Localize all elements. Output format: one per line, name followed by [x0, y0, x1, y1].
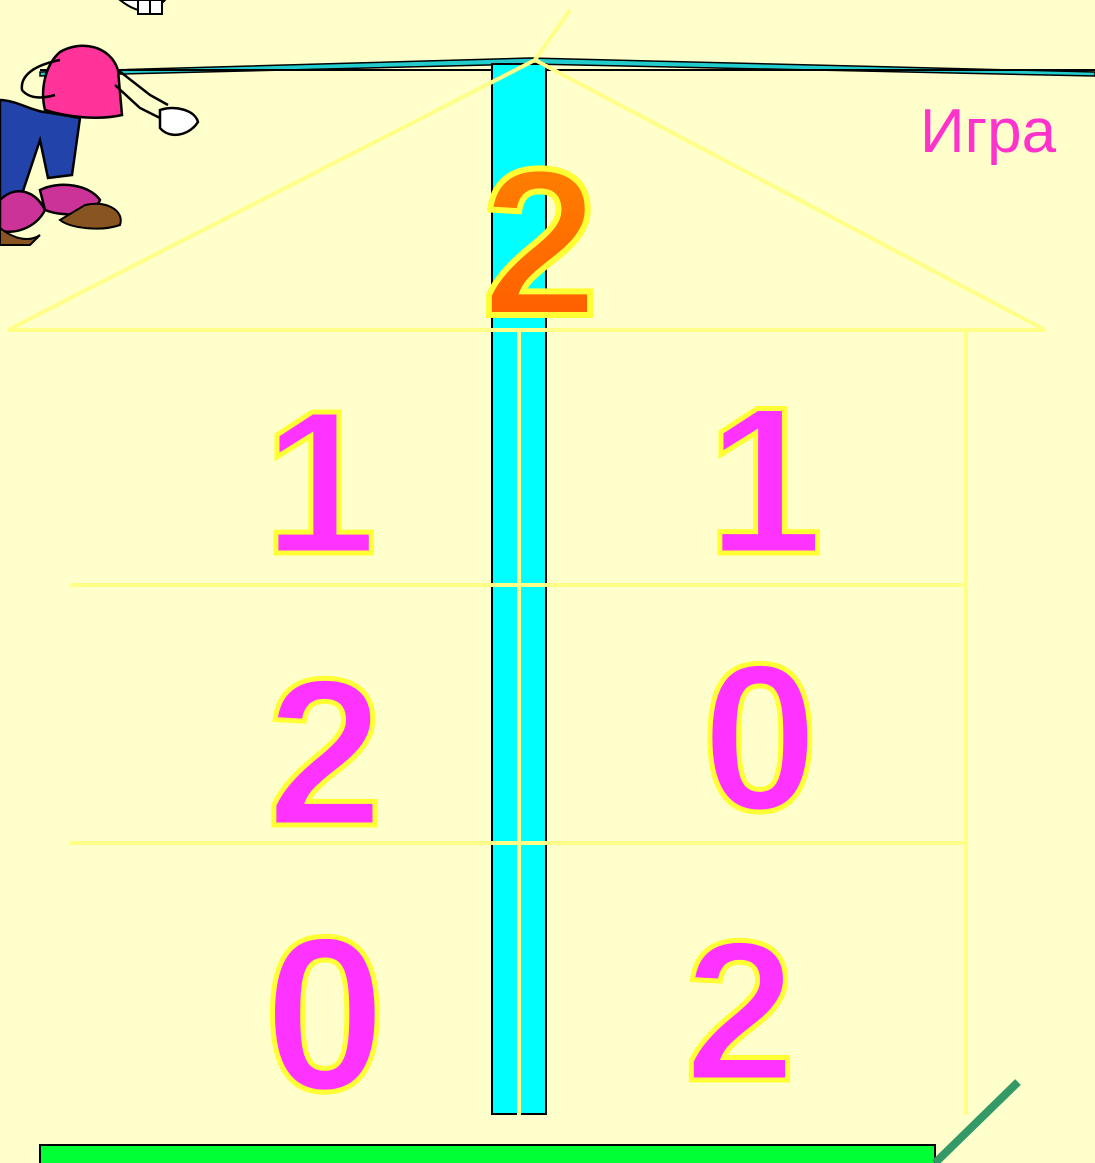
floor-3-left-number: 0 [264, 891, 386, 1137]
floor-2-right-number: 0 [702, 620, 819, 855]
floor-1-left-number: 1 [263, 368, 377, 597]
floor-3-right-number: 2 [684, 900, 795, 1123]
roof-number: 2 [482, 125, 599, 360]
floor-1-right-number: 1 [707, 363, 824, 598]
floor-2-left-number: 2 [267, 635, 384, 870]
